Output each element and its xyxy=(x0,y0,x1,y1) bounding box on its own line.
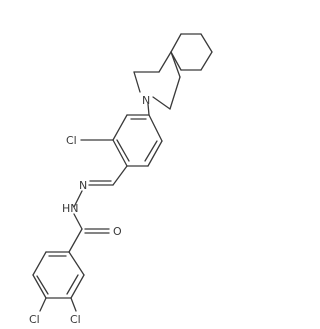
atom-label-n-imine: N xyxy=(79,179,87,192)
atom-label-cl-meta: Cl xyxy=(70,313,81,326)
atom-label-nh-hydrazide: HN xyxy=(62,202,79,215)
atom-label-cl-para: Cl xyxy=(29,313,40,326)
dichlorophenyl-ring xyxy=(32,251,85,312)
atom-label-cl-ortho: Cl xyxy=(66,134,77,147)
atom-label-n-spiro: N xyxy=(142,94,150,107)
piperidine-ring xyxy=(133,51,181,110)
cyclohexane-ring xyxy=(170,33,213,71)
structure-drawing: N Cl N HN O Cl Cl xyxy=(29,33,213,326)
molecule-canvas: N Cl N HN O Cl Cl xyxy=(29,33,213,326)
chlorophenyl-ring xyxy=(80,103,163,186)
hydrazone-linker xyxy=(68,180,114,253)
atom-label-o-carbonyl: O xyxy=(113,225,122,238)
